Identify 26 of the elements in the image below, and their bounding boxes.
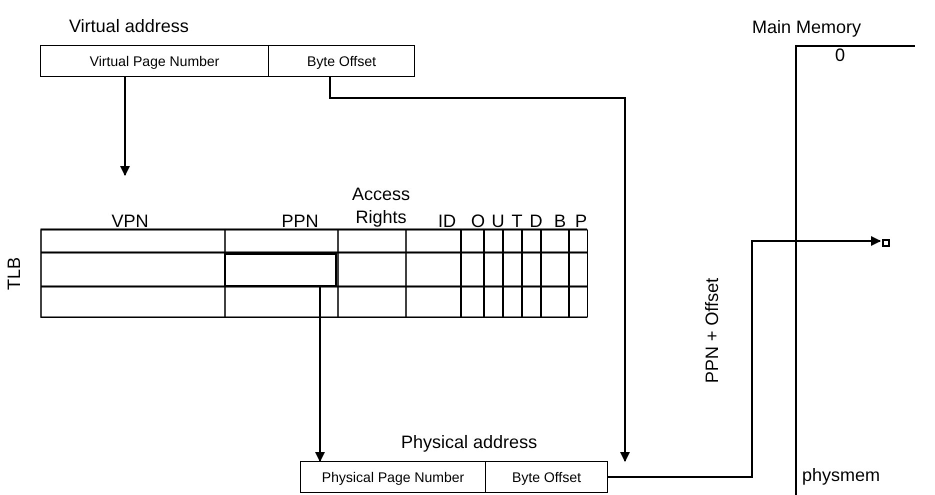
record-title: Virtual address (69, 16, 189, 37)
memory-title: Main Memory (752, 17, 862, 38)
column-header: T (510, 210, 524, 233)
field-cell: Physical Page Number (301, 462, 486, 492)
column-header: PPN (280, 210, 320, 233)
address-label: 0 (835, 45, 846, 66)
table-title: TLB (4, 257, 25, 290)
column-header: ID (437, 210, 457, 233)
column-header: B (552, 210, 567, 233)
column-header: O (470, 210, 486, 233)
field-cell: Byte Offset (269, 46, 414, 76)
arrow (329, 77, 630, 462)
field-cell: Byte Offset (486, 462, 607, 492)
arrow (120, 77, 130, 176)
column-header: U (490, 210, 506, 233)
column-header: Access Rights (350, 183, 412, 229)
column-header: VPN (110, 210, 150, 233)
column-header: P (574, 210, 588, 233)
memory-cell (882, 239, 890, 247)
memory-label: physmem (802, 465, 880, 486)
field-cell: Virtual Page Number (41, 46, 269, 76)
arrow (315, 287, 325, 462)
arrow (608, 236, 881, 478)
record-title: Physical address (401, 432, 538, 453)
column-header: D (528, 210, 544, 233)
table-cell (224, 253, 337, 287)
